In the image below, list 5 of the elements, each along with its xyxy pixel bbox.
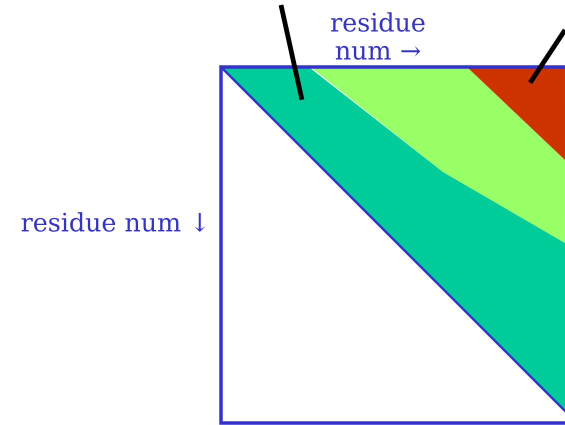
leader-line bbox=[278, 4, 304, 100]
leader-line bbox=[528, 28, 565, 84]
contact-region bbox=[468, 68, 565, 160]
axis-label: residue num → bbox=[331, 12, 425, 60]
contact-band bbox=[312, 68, 565, 243]
